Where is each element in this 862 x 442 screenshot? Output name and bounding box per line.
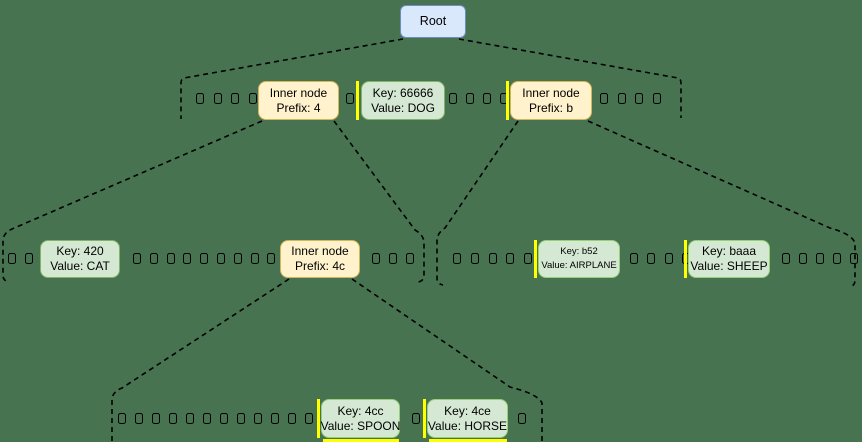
node-label-line1: Inner node	[522, 85, 580, 100]
node-label-line2: Value: CAT	[50, 259, 110, 273]
empty-slot-box	[183, 253, 192, 264]
yellow-marker-bar	[317, 399, 320, 438]
empty-slot-box	[220, 413, 228, 424]
tree-node-leaf-b52-airplane: Key: b52 Value: AIRPLANE	[538, 240, 620, 278]
empty-slot-box	[149, 253, 158, 264]
empty-slot-box	[135, 413, 143, 424]
tree-node-root: Root	[400, 5, 466, 38]
empty-slot-box	[233, 253, 242, 264]
node-label-line1: Key: baaa	[701, 244, 757, 259]
yellow-marker-bar	[356, 81, 359, 120]
node-label-line1: Key: 420	[56, 244, 104, 259]
node-label: Root	[419, 13, 447, 28]
tree-node-leaf-4ce-horse: Key: 4ce Value: HORSE	[427, 399, 508, 438]
empty-slot-box	[799, 253, 807, 264]
empty-slot-box	[372, 253, 380, 264]
empty-slot-box	[630, 253, 638, 264]
empty-slot-box	[647, 253, 656, 264]
node-label-line2: Value: SPOON	[320, 418, 401, 433]
empty-slot-box	[271, 413, 279, 424]
dashed-edge	[333, 120, 425, 283]
tree-node-leaf-420-cat: Key: 420 Value: CAT	[40, 240, 120, 278]
node-label-line1: Key: 4cc	[337, 403, 384, 418]
node-label-line2: Value: AIRPLANE	[541, 260, 617, 271]
empty-slot-box	[267, 253, 276, 264]
empty-slot-box	[518, 413, 526, 424]
dashed-edge	[587, 120, 856, 288]
empty-slot-box	[346, 93, 354, 104]
node-label-line2: Prefix: b	[528, 100, 573, 115]
empty-slot-box	[186, 413, 194, 424]
empty-slot-box	[25, 253, 33, 264]
empty-slot-box	[470, 253, 479, 264]
node-label-line2: Value: HORSE	[427, 418, 508, 433]
dashed-edge	[180, 38, 404, 119]
empty-slot-box	[288, 413, 296, 424]
empty-slot-box	[850, 253, 858, 264]
empty-slot-box	[453, 253, 461, 264]
empty-slot-box	[250, 253, 259, 264]
yellow-marker-bar	[534, 240, 537, 278]
empty-slot-box	[305, 413, 313, 424]
empty-slot-box	[166, 253, 175, 264]
empty-slot-box	[152, 413, 160, 424]
tree-node-inner-prefix-4c: Inner node Prefix: 4c	[280, 240, 360, 278]
empty-slot-box	[483, 93, 491, 104]
dashed-edge	[2, 120, 263, 283]
node-label-line2: Value: DOG	[371, 100, 435, 115]
empty-slot-box	[816, 253, 824, 264]
node-label-line2: Value: SHEEP	[690, 259, 768, 273]
empty-slot-box	[635, 93, 644, 104]
empty-slot-box	[506, 253, 515, 264]
empty-slot-box	[8, 253, 16, 264]
tree-node-inner-prefix-4: Inner node Prefix: 4	[258, 81, 339, 120]
tree-node-leaf-4cc-spoon: Key: 4cc Value: SPOON	[321, 399, 400, 438]
dashed-edge	[436, 120, 519, 286]
empty-slot-box	[133, 253, 141, 264]
empty-slot-box	[213, 93, 222, 104]
empty-slot-box	[782, 253, 790, 264]
yellow-marker-underline	[429, 439, 507, 442]
node-label-line1: Inner node	[291, 244, 349, 259]
empty-slot-box	[466, 93, 474, 104]
empty-slot-box	[524, 253, 533, 264]
empty-slot-box	[196, 93, 204, 104]
node-label-line1: Key: 4ce	[444, 403, 491, 418]
tree-node-inner-prefix-b: Inner node Prefix: b	[510, 81, 592, 120]
empty-slot-box	[617, 93, 626, 104]
empty-slot-box	[254, 413, 262, 424]
empty-slot-box	[653, 93, 662, 104]
empty-slot-box	[833, 253, 841, 264]
empty-slot-box	[389, 253, 397, 264]
empty-slot-box	[169, 413, 177, 424]
tree-node-leaf-66666-dog: Key: 66666 Value: DOG	[361, 81, 445, 120]
dashed-edge	[351, 278, 543, 442]
node-label-line2: Prefix: 4c	[294, 259, 345, 273]
empty-slot-box	[412, 413, 420, 424]
dashed-edge	[458, 38, 682, 118]
node-label-line1: Inner node	[269, 85, 328, 100]
empty-slot-box	[203, 413, 211, 424]
tree-node-leaf-baaa-sheep: Key: baaa Value: SHEEP	[688, 240, 770, 278]
empty-slot-box	[449, 93, 457, 104]
empty-slot-box	[200, 253, 209, 264]
node-label-line1: Key: b52	[560, 246, 598, 258]
empty-slot-box	[664, 253, 673, 264]
yellow-marker-bar	[506, 81, 509, 120]
empty-slot-box	[237, 413, 245, 424]
node-label-line1: Key: 66666	[372, 85, 434, 100]
empty-slot-box	[118, 413, 126, 424]
dashed-edge	[111, 278, 290, 442]
yellow-marker-bar	[684, 240, 687, 278]
empty-slot-box	[217, 253, 225, 264]
yellow-marker-bar	[423, 399, 426, 438]
empty-slot-box	[406, 253, 414, 264]
empty-slot-box	[600, 93, 608, 104]
node-label-line2: Prefix: 4	[276, 100, 321, 115]
empty-slot-box	[248, 93, 257, 104]
yellow-marker-underline	[323, 439, 399, 442]
empty-slot-box	[488, 253, 497, 264]
empty-slot-box	[231, 93, 239, 104]
